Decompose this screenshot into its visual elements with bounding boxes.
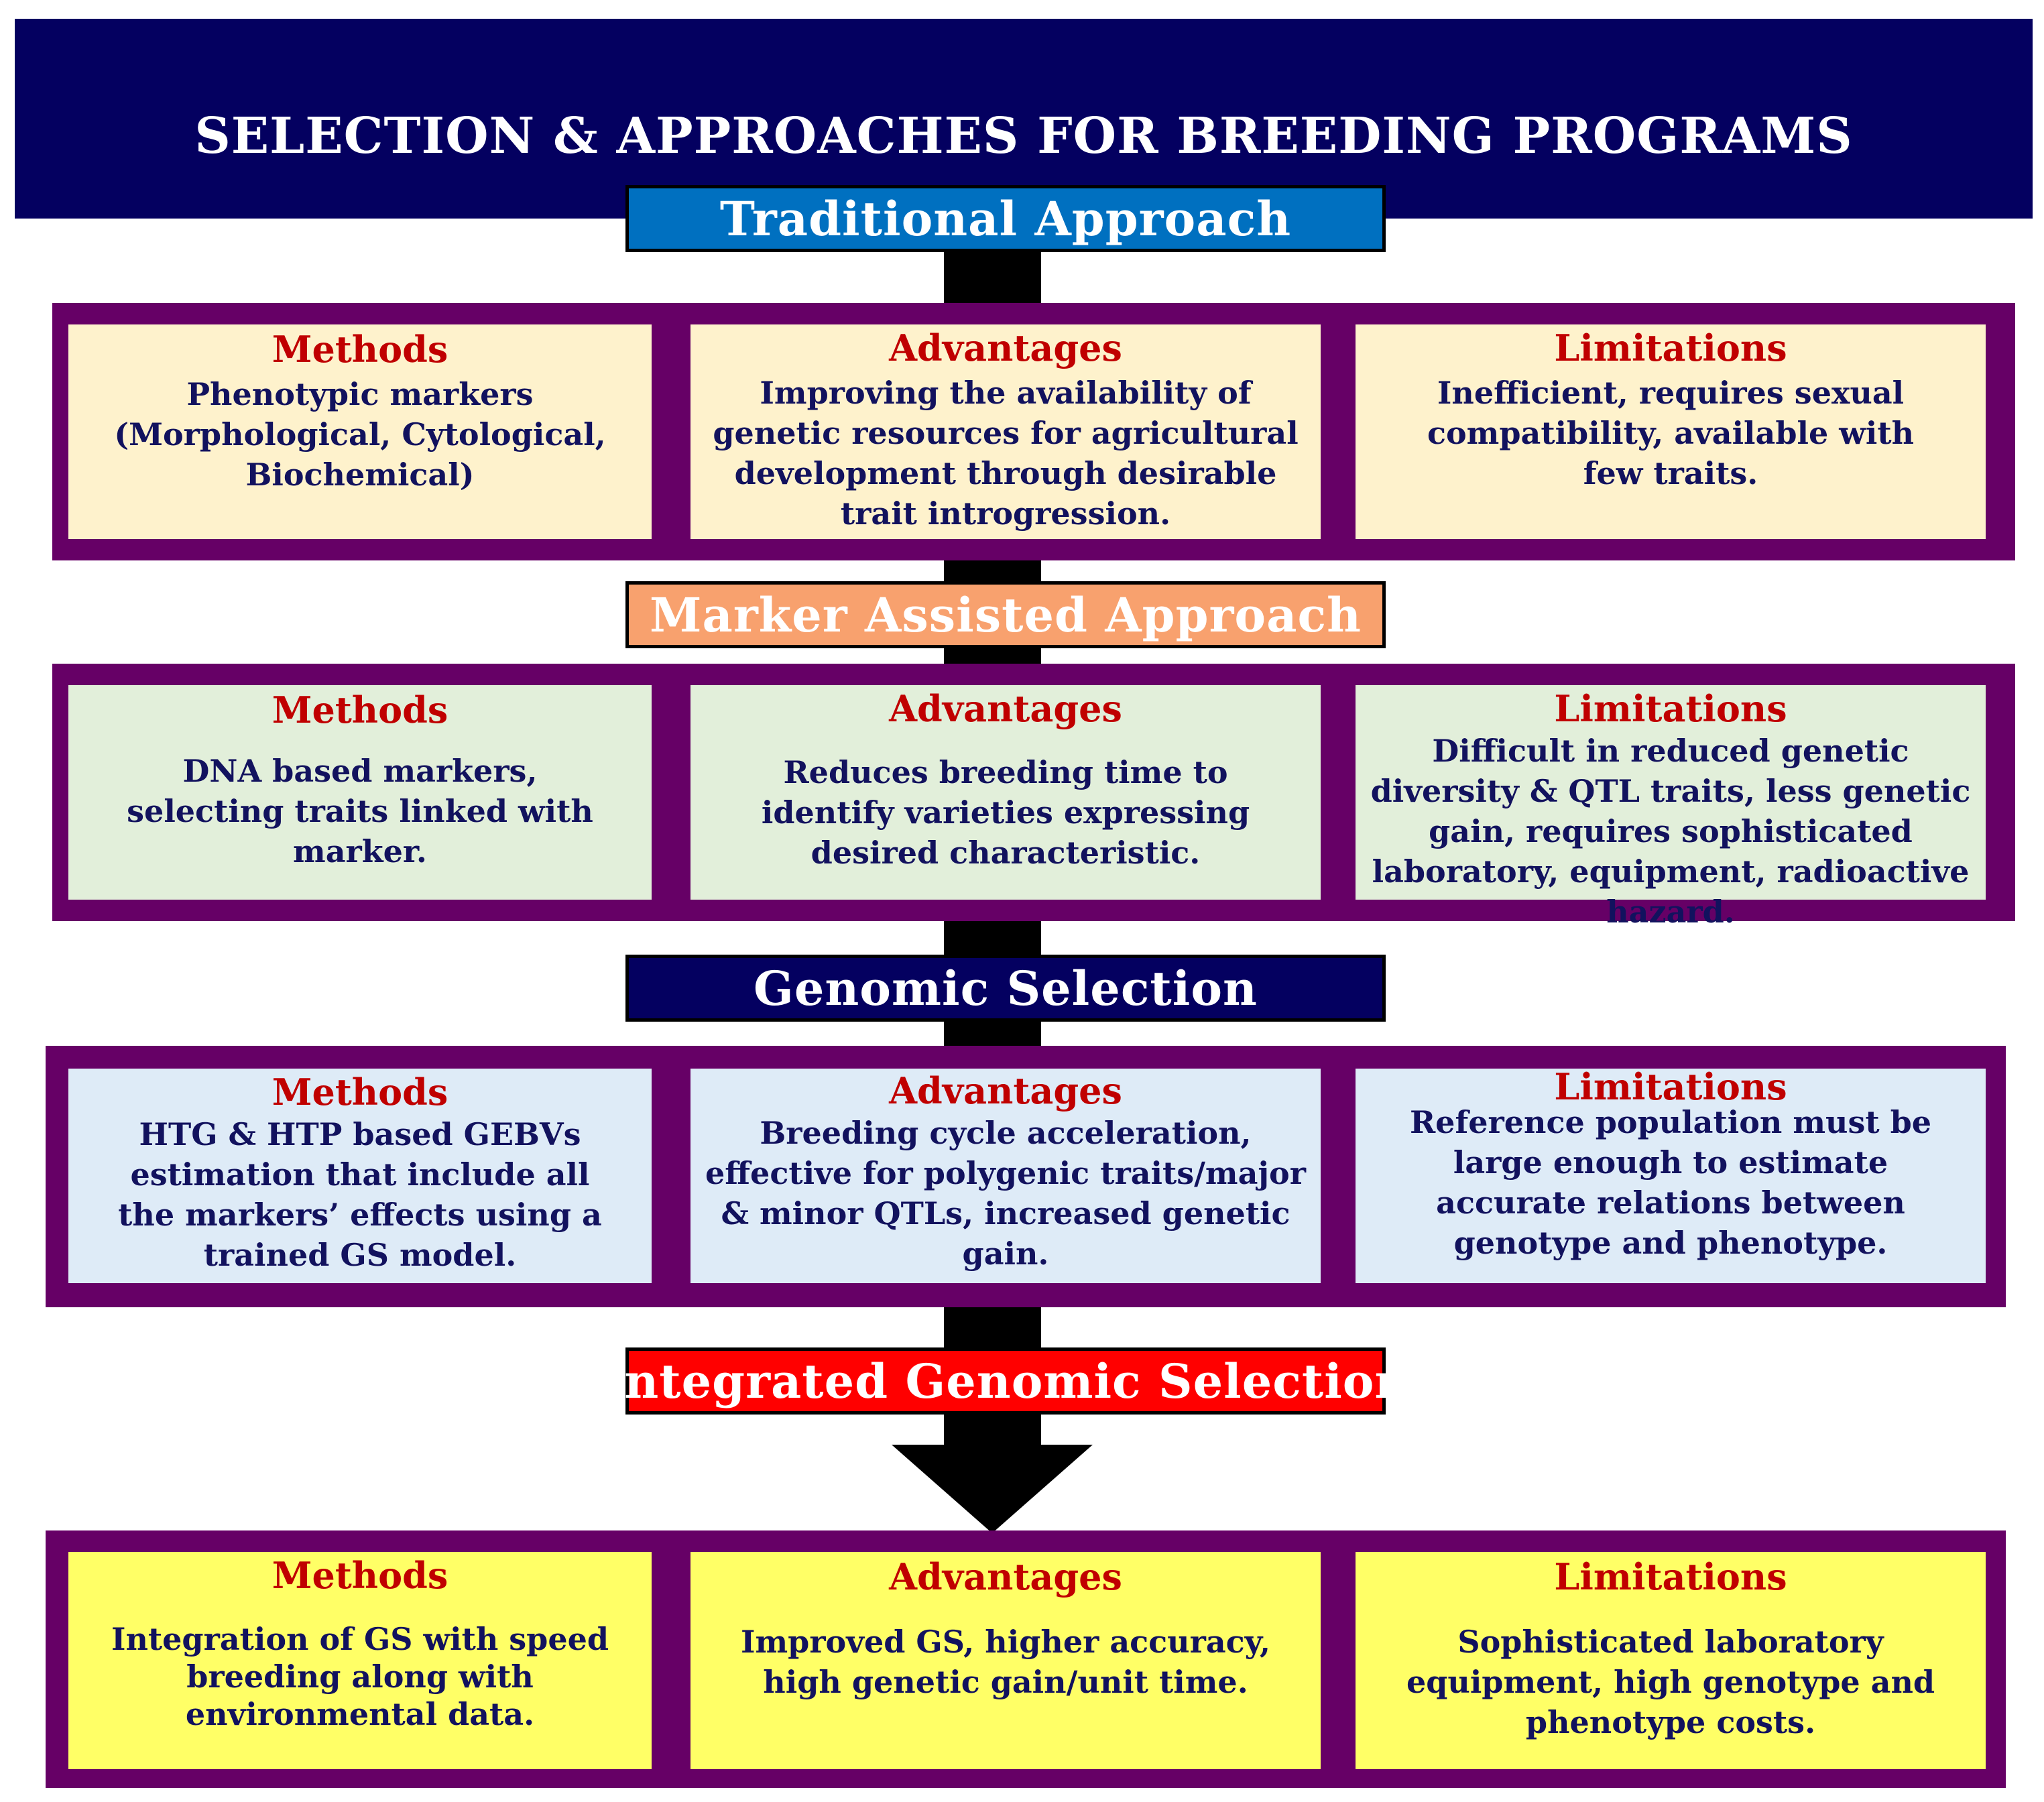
methods-cell: Methods DNA based markers, selecting tra… [68, 685, 652, 900]
limitations-cell: Limitations Difficult in reduced genetic… [1356, 685, 1986, 930]
advantages-cell: Advantages Improved GS, higher accuracy,… [690, 1552, 1321, 1769]
limitations-text: Difficult in reduced genetic diversity &… [1370, 733, 1971, 930]
advantages-heading: Advantages [889, 687, 1122, 730]
methods-text: DNA based markers, selecting traits link… [127, 753, 593, 869]
methods-cell: Methods Integration of GS with speed bre… [68, 1552, 652, 1769]
limitations-cell: Limitations Sophisticated laboratory equ… [1356, 1552, 1986, 1769]
methods-text: HTG & HTP based GEBVs estimation that in… [118, 1116, 602, 1273]
limitations-heading: Limitations [1554, 1065, 1787, 1108]
advantages-heading: Advantages [889, 1555, 1122, 1598]
limitations-heading: Limitations [1554, 687, 1787, 730]
methods-cell: Methods Phenotypic markers (Morphologica… [68, 324, 652, 539]
stage-row-marker-assisted: Methods DNA based markers, selecting tra… [52, 664, 2015, 930]
advantages-cell: Advantages Breeding cycle acceleration, … [690, 1069, 1321, 1283]
limitations-text: Sophisticated laboratory equipment, high… [1406, 1624, 1935, 1740]
methods-cell: Methods HTG & HTP based GEBVs estimation… [68, 1069, 652, 1283]
limitations-text: Inefficient, requires sexual compatibili… [1427, 375, 1915, 491]
arrow-head [892, 1445, 1093, 1533]
limitations-cell: Limitations Reference population must be… [1356, 1065, 1986, 1283]
methods-heading: Methods [272, 1071, 448, 1114]
advantages-heading: Advantages [889, 326, 1122, 369]
advantages-heading: Advantages [889, 1069, 1122, 1112]
stage-label-marker-assisted: Marker Assisted Approach [625, 581, 1386, 648]
stage-label-genomic-selection: Genomic Selection [625, 955, 1386, 1022]
arrow-shaft-1 [944, 248, 1041, 305]
methods-heading: Methods [272, 1554, 448, 1597]
advantages-text: Improving the availability of genetic re… [713, 375, 1299, 532]
arrow-shaft-4 [944, 920, 1041, 955]
arrow-shaft-6 [944, 1307, 1041, 1349]
stage-row-integrated-genomic-selection: Methods Integration of GS with speed bre… [46, 1530, 2006, 1788]
arrow-shaft-5 [944, 1020, 1041, 1048]
advantages-text: Reduces breeding time to identify variet… [761, 754, 1250, 871]
advantages-cell: Advantages Reduces breeding time to iden… [690, 685, 1321, 900]
advantages-text: Improved GS, higher accuracy, high genet… [740, 1624, 1271, 1700]
limitations-heading: Limitations [1554, 1555, 1787, 1598]
methods-text: Integration of GS with speed breeding al… [111, 1621, 609, 1732]
arrow-shaft-7 [944, 1413, 1041, 1448]
limitations-text: Reference population must be large enoug… [1409, 1104, 1932, 1261]
stage-label-traditional: Traditional Approach [625, 185, 1386, 252]
arrow-shaft-2 [944, 560, 1041, 581]
page-title: SELECTION & APPROACHES FOR BREEDING PROG… [194, 107, 1853, 165]
methods-heading: Methods [272, 688, 448, 731]
methods-heading: Methods [272, 328, 448, 371]
advantages-text: Breeding cycle acceleration, effective f… [705, 1115, 1306, 1272]
stage-row-traditional: Methods Phenotypic markers (Morphologica… [52, 303, 2015, 560]
limitations-heading: Limitations [1554, 326, 1787, 369]
methods-text: Phenotypic markers (Morphological, Cytol… [114, 376, 606, 493]
stage-label-integrated-genomic-selection: Integrated Genomic Selection [602, 1347, 1408, 1415]
stage-row-genomic-selection: Methods HTG & HTP based GEBVs estimation… [46, 1046, 2006, 1307]
advantages-cell: Advantages Improving the availability of… [690, 324, 1321, 539]
limitations-cell: Limitations Inefficient, requires sexual… [1356, 324, 1986, 539]
